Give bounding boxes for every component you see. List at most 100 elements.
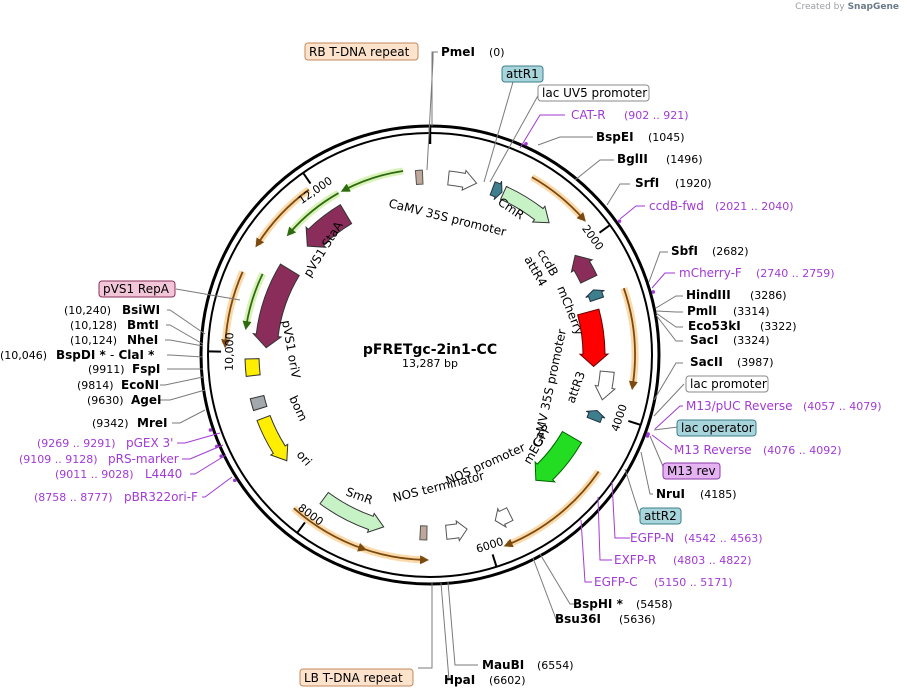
site-eco53ki: Eco53kI	[688, 319, 741, 333]
site-hpai-pos: (6602)	[489, 674, 526, 687]
site-pmli-pos: (3314)	[733, 305, 770, 318]
tick-mark	[598, 224, 611, 234]
site-bglii: BglII	[617, 152, 648, 166]
primer-mcherry-f: mCherry-F	[679, 266, 742, 280]
orf-arc-halo	[620, 287, 639, 387]
feature-attr3	[585, 409, 606, 424]
site-mrei: MreI	[137, 416, 167, 430]
primer-mark	[208, 428, 213, 432]
tick-label: 6000	[474, 535, 505, 556]
tick-label: 2000	[579, 223, 606, 253]
box-m13rev	[662, 462, 721, 480]
site-srfi: SrfI	[635, 176, 659, 190]
snapgene-credit: Created by SnapGene	[795, 2, 899, 12]
box-rb-text: RB T-DNA repeat	[309, 45, 410, 59]
site-saci: SacI	[690, 333, 718, 347]
box-pvs1repa	[98, 280, 176, 298]
orf-arc	[242, 273, 264, 331]
orf-arc	[503, 470, 600, 548]
box-m13rev-text: M13 rev	[667, 464, 716, 478]
orf-arc	[531, 176, 586, 222]
site-agei-pos: (9630)	[87, 394, 124, 407]
site-srfi-pos: (1920)	[675, 177, 712, 190]
box-attr1-text: attR1	[506, 67, 539, 81]
primer-m13puc-rev: M13/pUC Reverse	[686, 399, 793, 413]
leader-lines	[160, 51, 685, 681]
label-attr3: attR3	[564, 369, 588, 405]
box-rb	[304, 42, 419, 61]
site-eco53ki-pos: (3322)	[760, 320, 797, 333]
feature-megfp	[534, 430, 583, 483]
site-maubi: MauBI	[482, 658, 524, 672]
feature-attr1	[489, 180, 503, 201]
tick-mark	[296, 521, 306, 534]
box-lacop	[676, 419, 757, 437]
label-nos-term: NOS terminator	[391, 469, 485, 505]
site-nrui: NruI	[656, 487, 685, 501]
primer-prs-marker: pRS-marker	[108, 452, 179, 466]
primer-mark	[524, 141, 528, 146]
box-lacprom	[685, 375, 769, 393]
primer-egfp-n: EGFP-N	[630, 531, 674, 545]
tick-label: 4000	[609, 403, 630, 434]
box-lacprom-text: lac promoter	[690, 377, 767, 391]
primer-m13-reverse-range: (4076 .. 4092)	[763, 444, 842, 457]
primer-pbr322ori-f-range: (8758 .. 8777)	[34, 491, 113, 504]
site-bsphi-pos: (5458)	[636, 598, 673, 611]
site-mrei-pos: (9342)	[92, 417, 129, 430]
feature-ori	[256, 414, 289, 462]
primer-cat-r: CAT-R	[571, 108, 606, 122]
orf-arc	[293, 507, 368, 552]
site-econi-pos: (9814)	[77, 379, 114, 392]
feature-nos-prom	[494, 507, 514, 529]
orf-arc-halo	[358, 544, 425, 564]
primer-egfp-n-range: (4542 .. 4563)	[684, 532, 763, 545]
snapgene-logo: SnapGene	[847, 2, 899, 12]
primer-ccdb-fwd-range: (2021 .. 2040)	[715, 200, 794, 213]
primer-egfp-c-range: (5150 .. 5171)	[654, 576, 733, 589]
site-sbfi-pos: (2682)	[712, 245, 749, 258]
plasmid-name: pFRETgc-2in1-CC	[363, 342, 497, 358]
feature-smr	[319, 491, 385, 534]
site-hpai: HpaI	[444, 673, 475, 687]
feature-bom	[249, 394, 268, 412]
site-bsu36i: Bsu36I	[555, 612, 601, 626]
feature-mcherry	[577, 308, 610, 368]
feature-cmr	[499, 185, 550, 224]
feature-lb	[419, 525, 428, 541]
feature-nos-term	[445, 519, 468, 543]
boxed-labels: RB T-DNA repeat attR1 lac UV5 promoter p…	[98, 42, 769, 687]
site-sacii: SacII	[690, 355, 723, 369]
credit-prefix: Created by	[795, 2, 845, 12]
site-sbfi: SbfI	[671, 244, 698, 258]
label-smr: SmR	[344, 485, 375, 508]
orf-arc	[221, 271, 244, 349]
orf-arc-halo	[506, 469, 602, 548]
primer-exfp-r: EXFP-R	[614, 553, 656, 567]
primer-pgex3-range: (9269 .. 9291)	[37, 437, 116, 450]
site-saci-pos: (3324)	[733, 334, 770, 347]
site-pmli: PmlI	[687, 304, 717, 318]
feature-rb	[414, 169, 424, 186]
site-pmei: PmeI	[441, 45, 475, 59]
primer-mark	[617, 219, 622, 223]
site-nrui-pos: (4185)	[700, 488, 737, 501]
box-attr2	[639, 507, 682, 525]
primer-exfp-r-range: (4803 .. 4822)	[673, 554, 752, 567]
site-nhei-pos: (10,124)	[70, 334, 117, 347]
box-lacop-text: lac operator	[681, 421, 754, 435]
site-maubi-pos: (6554)	[537, 659, 574, 672]
feature-pvs1staa	[305, 204, 353, 248]
primer-l4440-range: (9011 .. 9028)	[55, 468, 134, 481]
site-bglii-pos: (1496)	[666, 153, 703, 166]
orf-layer	[221, 167, 639, 565]
box-attr2-text: attR2	[644, 509, 677, 523]
primer-m13-reverse: M13 Reverse	[674, 443, 752, 457]
site-econi: EcoNI	[121, 378, 159, 392]
orf-arc	[340, 170, 404, 192]
tick-mark	[302, 172, 312, 185]
site-pmei-pos: (0)	[489, 46, 505, 59]
primer-mcherry-f-range: (2740 .. 2759)	[756, 267, 835, 280]
feature-layer	[244, 169, 617, 543]
